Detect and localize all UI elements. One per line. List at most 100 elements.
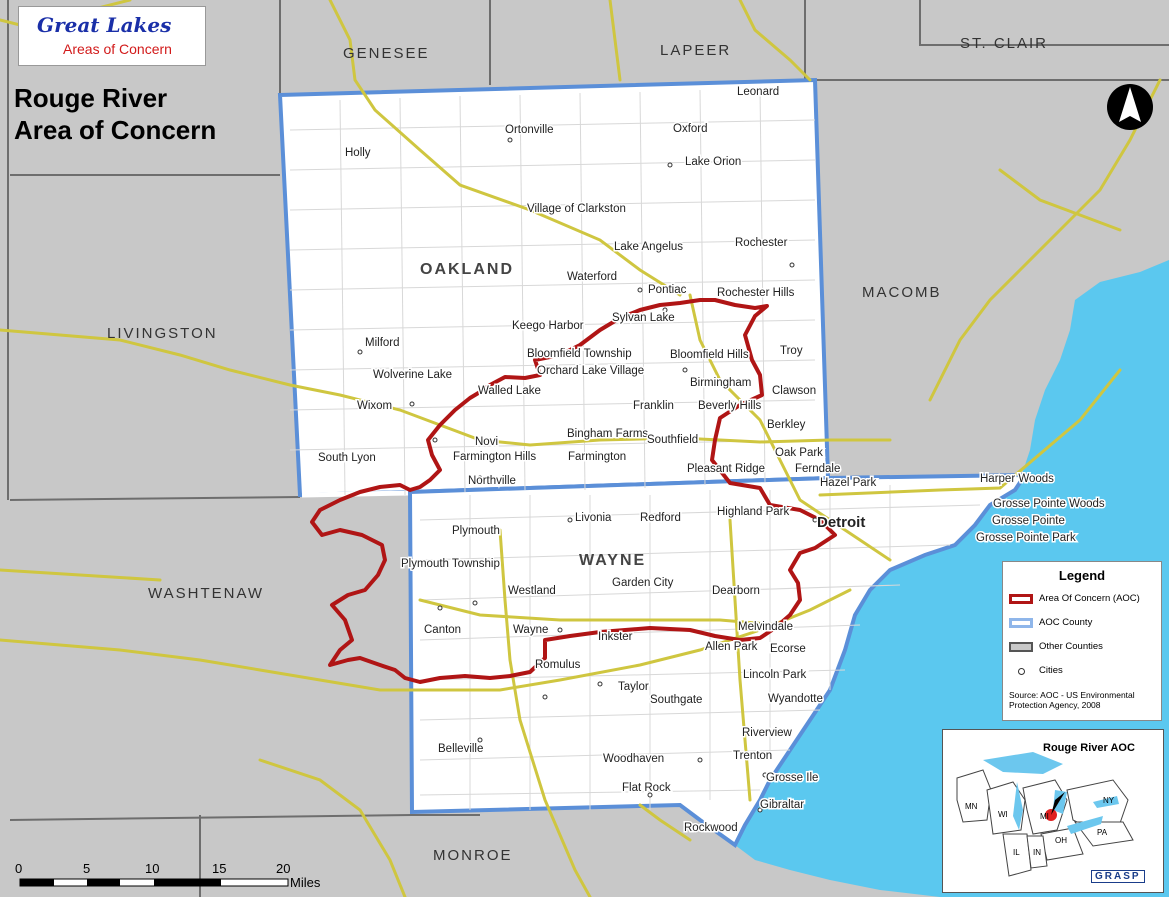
city-label: Bingham Farms	[567, 428, 648, 440]
city-label: Highland Park	[717, 506, 789, 518]
city-label: Ortonville	[505, 124, 554, 136]
city-label: Belleville	[438, 743, 483, 755]
legend-label: Other Counties	[1039, 641, 1103, 652]
city-label: Farmington Hills	[453, 451, 536, 463]
city-label: Ferndale	[795, 463, 840, 475]
county-lines	[7, 0, 1169, 897]
city-points	[357, 137, 818, 813]
county-label-wayne: WAYNE	[579, 552, 646, 569]
city-label: Taylor	[618, 681, 649, 693]
map-title-line2: Area of Concern	[14, 115, 217, 145]
city-label: Rockwood	[684, 822, 738, 834]
city-label: Wayne	[513, 624, 548, 636]
inset-state-mi: MI	[1040, 812, 1049, 821]
scale-tick-0: 0	[15, 861, 22, 876]
city-label: Lake Orion	[685, 156, 741, 168]
city-label: Troy	[780, 345, 803, 357]
city-label: Holly	[345, 147, 371, 159]
inset-pointer-icon	[1051, 792, 1065, 815]
city-label: Canton	[424, 624, 461, 636]
map-title: Rouge River Area of Concern	[14, 82, 216, 146]
city-label: Beverly Hills	[698, 400, 762, 412]
city-label: Rochester	[735, 237, 788, 249]
county-label-genesee: GENESEE	[343, 45, 430, 62]
city-label: Wolverine Lake	[373, 369, 452, 381]
city-label: Wyandotte	[768, 693, 823, 705]
city-label: Novi	[475, 436, 498, 448]
city-label: Village of Clarkston	[527, 203, 626, 215]
city-label: Hazel Park	[820, 477, 876, 489]
city-label: Clawson	[772, 385, 816, 397]
inset-state-il: IL	[1013, 848, 1020, 857]
city-label: Oak Park	[775, 447, 823, 459]
inset-state-ny: NY	[1103, 796, 1115, 805]
legend-label: Area Of Concern (AOC)	[1039, 593, 1140, 604]
county-label-st-clair: ST. CLAIR	[960, 35, 1048, 52]
city-label: Plymouth Township	[401, 558, 500, 570]
grasp-logo: GRASP	[1091, 870, 1145, 883]
city-label: Franklin	[633, 400, 674, 412]
city-label: Walled Lake	[478, 385, 541, 397]
scale-tick-10: 10	[145, 861, 159, 876]
city-label: Waterford	[567, 271, 617, 283]
city-label: Dearborn	[712, 585, 760, 597]
city-label: Woodhaven	[603, 753, 664, 765]
city-label: Lincoln Park	[743, 669, 807, 681]
city-label: Bloomfield Township	[527, 348, 632, 360]
city-label: Gibraltar	[760, 799, 804, 811]
city-label: Leonard	[737, 86, 779, 98]
city-label: Berkley	[767, 419, 806, 431]
map-title-line1: Rouge River	[14, 83, 168, 113]
inset-state-in: IN	[1033, 848, 1041, 857]
county-label-livingston: LIVINGSTON	[107, 325, 218, 342]
county-label-monroe: MONROE	[433, 847, 513, 864]
city-label: Northville	[468, 475, 516, 487]
city-label: Detroit	[817, 514, 865, 531]
city-label: Wixom	[357, 400, 392, 412]
city-label: Keego Harbor	[512, 320, 584, 332]
city-label: Harper Woods	[980, 473, 1054, 485]
inset-map: Rouge River AOC MN WI MI NY PA OH IL IN …	[942, 729, 1164, 893]
city-label: Westland	[508, 585, 556, 597]
branding-line2: Areas of Concern	[63, 41, 172, 57]
city-label: Inkster	[598, 631, 633, 643]
city-label: Oxford	[673, 123, 708, 135]
city-label: Milford	[365, 337, 400, 349]
city-label: Grosse Pointe Park	[976, 532, 1076, 544]
city-label: Riverview	[742, 727, 793, 739]
city-label: Bloomfield Hills	[670, 349, 749, 361]
legend-title: Legend	[1058, 568, 1106, 583]
city-label: Birmingham	[690, 377, 751, 389]
scale-unit: Miles	[290, 875, 321, 890]
city-labels: Ortonville Leonard Oxford Holly Lake Ori…	[317, 85, 1107, 836]
city-label: Southgate	[650, 694, 702, 706]
scale-bar: 0 5 10 15 20 Miles	[15, 861, 321, 890]
city-label: Melvindale	[738, 621, 793, 633]
city-label: Southfield	[647, 434, 698, 446]
legend-label: Cities	[1039, 665, 1063, 676]
legend-swatch-aoc-county	[1009, 618, 1033, 628]
scale-tick-5: 5	[83, 861, 90, 876]
city-label: Romulus	[535, 659, 581, 671]
city-label: South Lyon	[318, 452, 376, 464]
city-label: Grosse Pointe	[992, 515, 1065, 527]
city-label: Livonia	[575, 512, 612, 524]
inset-state-pa: PA	[1097, 828, 1108, 837]
inset-state-mn: MN	[965, 802, 978, 811]
city-label: Grosse Pointe Woods	[993, 498, 1105, 510]
legend-label: AOC County	[1039, 617, 1093, 628]
north-arrow-icon	[1107, 84, 1153, 130]
legend-box: Legend Area Of Concern (AOC) AOC County …	[1002, 561, 1162, 721]
city-label: Ecorse	[770, 643, 806, 655]
city-label: Grosse Ile	[766, 772, 818, 784]
city-label: Lake Angelus	[614, 241, 683, 253]
county-label-lapeer: LAPEER	[660, 42, 731, 59]
branding-box: Great Lakes Areas of Concern	[18, 6, 206, 66]
county-label-oakland: OAKLAND	[420, 261, 514, 278]
county-label-macomb: MACOMB	[862, 284, 942, 301]
city-label: Orchard Lake Village	[537, 365, 644, 377]
city-label: Allen Park	[705, 641, 758, 653]
city-label: Flat Rock	[622, 782, 671, 794]
inset-state-wi: WI	[998, 810, 1008, 819]
